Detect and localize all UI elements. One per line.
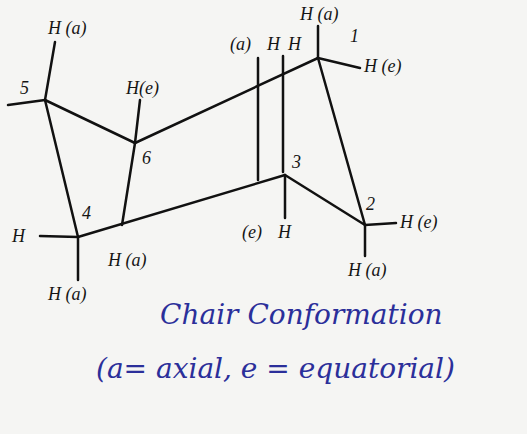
atom-number: 6 bbox=[142, 148, 151, 168]
hydrogen-label: H (a) bbox=[108, 250, 147, 270]
hydrogen-label: H (a) bbox=[300, 4, 339, 24]
hydrogen-label: H(e) bbox=[126, 78, 159, 98]
atom-number: 5 bbox=[20, 78, 29, 98]
hydrogen-label: H (e) bbox=[400, 212, 437, 232]
hydrogen-label: (a) bbox=[230, 34, 251, 54]
hydrogen-label: H (a) bbox=[48, 18, 87, 38]
atom-number: 1 bbox=[350, 26, 359, 46]
hydrogen-label: H bbox=[278, 222, 291, 242]
atom-number: 2 bbox=[366, 194, 375, 214]
atom-number: 4 bbox=[82, 203, 91, 223]
hydrogen-label: H bbox=[288, 34, 301, 54]
hydrogen-label: (e) bbox=[242, 222, 262, 242]
legend-note: (a= axial, e = equatorial) bbox=[96, 352, 455, 386]
hydrogen-label: H (a) bbox=[348, 260, 387, 280]
hydrogen-label: H bbox=[267, 34, 280, 54]
hydrogen-label: H (e) bbox=[364, 56, 401, 76]
atom-number: 3 bbox=[292, 152, 301, 172]
caption: Chair Conformation bbox=[160, 298, 443, 332]
hydrogen-label: H bbox=[12, 226, 25, 246]
hydrogen-label: H (a) bbox=[48, 284, 87, 304]
